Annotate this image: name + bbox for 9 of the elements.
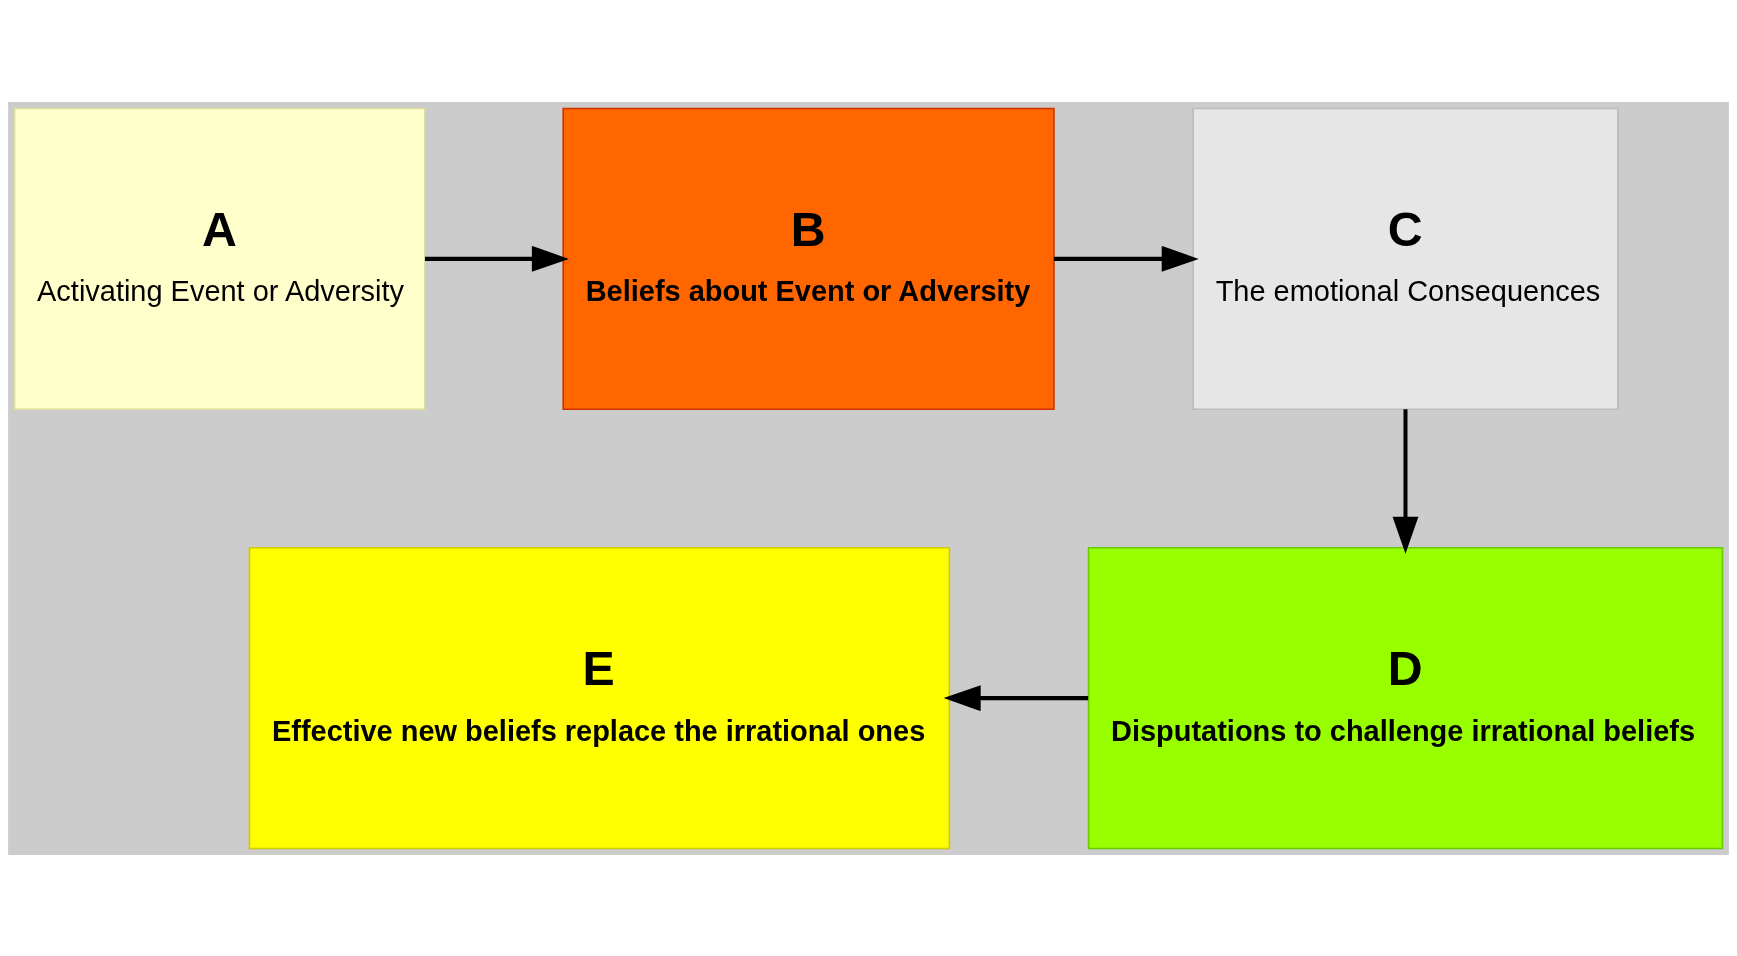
node-box: A Activating Event or Adversity — [13, 107, 426, 410]
node-box: C The emotional Consequences — [1192, 107, 1619, 410]
arrow — [943, 684, 1089, 711]
node-box: B Beliefs about Event or Adversity — [562, 107, 1055, 410]
node-box: D Disputations to challenge irrational beliefs — [1087, 546, 1724, 849]
arrow — [1054, 245, 1199, 272]
node-box: E Effective new beliefs replace the irrational ones — [248, 546, 951, 849]
arrow — [425, 245, 569, 272]
arrow — [1392, 408, 1419, 554]
